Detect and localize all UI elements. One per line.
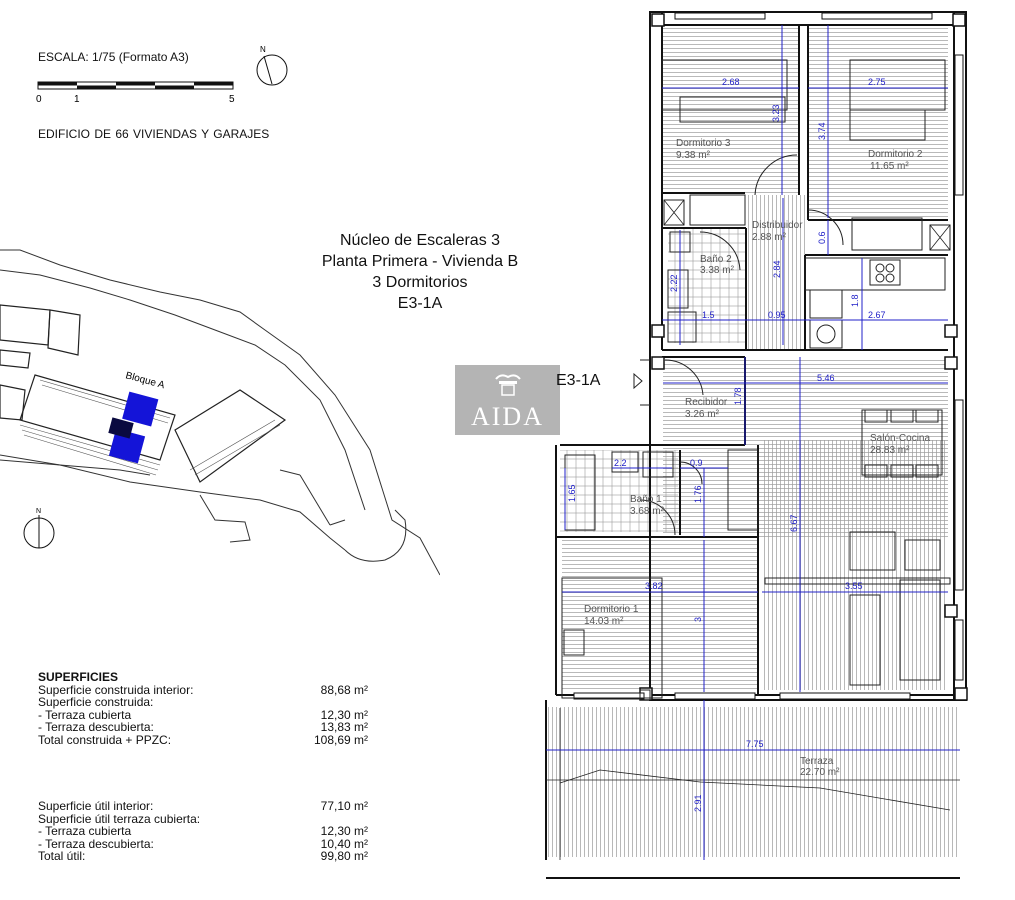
scale-bar: 0 1 5 [36, 81, 235, 105]
surface-value: 77,10 m² [320, 799, 368, 813]
building-text: EDIFICIO DE 66 VIVIENDAS Y GARAJES [38, 127, 270, 141]
surface-label: Superficie útil terraza cubierta: [38, 811, 201, 826]
room-area-dorm2: 11.65 m² [870, 161, 909, 172]
dim-label: 3.55 [845, 581, 863, 591]
room-area-dorm3: 9.38 m² [676, 150, 711, 161]
surfaces-heading: SUPERFICIES [38, 670, 119, 684]
logo-text: AIDA [471, 402, 544, 431]
dim-label: 0.95 [768, 310, 786, 320]
dim-label: 2.22 [669, 274, 679, 292]
surface-label: Superficie construida: [38, 695, 154, 709]
aida-logo: AIDA [455, 365, 560, 435]
surface-value: 10,40 m² [320, 836, 368, 851]
dim-label: 5.46 [817, 373, 835, 383]
title-line-4: E3-1A [397, 295, 443, 312]
title-line-1: Núcleo de Escaleras 3 [339, 232, 501, 249]
column-logo-icon [495, 374, 521, 396]
room-area-salon: 28.83 m² [870, 445, 910, 456]
surface-label: Total construida + PPZC: [38, 732, 172, 747]
room-name-bano2: Baño 2 [700, 254, 732, 265]
scale-tick-5: 5 [229, 94, 235, 105]
surface-value: 13,83 m² [320, 720, 368, 734]
dim-label: 3.82 [645, 581, 663, 591]
dim-label: 0.9 [690, 458, 703, 468]
surface-value: 99,80 m² [320, 849, 368, 863]
title-line-2: Planta Primera - Vivienda B [321, 253, 519, 270]
dim-label: 2.68 [722, 77, 740, 87]
dim-label: 1.65 [567, 484, 577, 502]
surfaces-table: SUPERFICIES Superficie construida interi… [38, 671, 368, 746]
room-name-bano1: Baño 1 [630, 494, 662, 505]
site-north-label: N [36, 508, 41, 515]
surface-label: - Terraza cubierta [38, 707, 132, 722]
room-name-recibidor: Recibidor [685, 397, 728, 408]
room-name-dorm1: Dormitorio 1 [584, 604, 639, 615]
dim-label: 0.6 [817, 231, 827, 244]
room-name-dorm3: Dormitorio 3 [676, 138, 731, 149]
surface-label: - Terraza cubierta [38, 824, 132, 838]
dim-label: 2.67 [868, 310, 886, 320]
scale-text: ESCALA: 1/75 (Formato A3) [38, 50, 189, 64]
scale-tick-0: 0 [36, 94, 42, 105]
dim-label: 1.8 [850, 294, 860, 307]
north-arrow-icon: N [256, 45, 288, 86]
surface-value: 108,69 m² [313, 732, 368, 747]
site-plan: Bloque A [0, 249, 440, 576]
unit-marker: E3-1A [556, 372, 601, 389]
room-area-bano1: 3.68 m² [630, 506, 665, 517]
title-line-3: 3 Dormitorios [372, 274, 468, 291]
scale-tick-1: 1 [74, 94, 80, 105]
surface-value: 88,68 m² [320, 682, 368, 697]
surface-value: 12,30 m² [320, 824, 368, 838]
room-area-dorm1: 14.03 m² [584, 616, 624, 627]
dim-label: 7.75 [746, 739, 764, 749]
dim-label: 3.74 [817, 122, 827, 140]
room-name-dorm2: Dormitorio 2 [868, 149, 923, 160]
room-area-bano2: 3.38 m² [700, 265, 735, 276]
dim-label: 1.5 [702, 310, 715, 320]
dim-label: 2.91 [693, 794, 703, 812]
surface-label: - Terraza descubierta: [38, 836, 154, 851]
site-north-arrow-icon: N [23, 508, 55, 549]
surface-label: Superficie útil interior: [38, 799, 154, 813]
highlight-unit [122, 391, 159, 427]
dim-label: 1.76 [693, 485, 703, 503]
north-label: N [260, 45, 266, 54]
surface-value: 12,30 m² [320, 707, 368, 722]
dim-label: 3.23 [771, 104, 781, 122]
surface-label: Superficie construida interior: [38, 682, 194, 697]
dim-label: 2.75 [868, 77, 886, 87]
dim-label: 1.78 [733, 387, 743, 405]
plan-title: Núcleo de Escaleras 3 Planta Primera - V… [270, 230, 570, 314]
dim-label: 6.67 [789, 514, 799, 532]
room-name-distrib: Distribuidor [752, 220, 803, 231]
room-area-terraza: 22.70 m² [800, 767, 840, 778]
room-name-terraza: Terraza [800, 756, 834, 767]
dim-label: 2.2 [614, 458, 627, 468]
room-area-recibidor: 3.26 m² [685, 409, 720, 420]
dim-label: 2.84 [772, 260, 782, 278]
dim-label: 3 [693, 617, 703, 622]
room-name-salon: Salón-Cocina [870, 433, 930, 444]
surface-label: - Terraza descubierta: [38, 720, 154, 734]
useful-surfaces-table: Superficie útil interior: 77,10 m² Superf… [38, 800, 368, 863]
room-area-distrib: 2.88 m² [752, 232, 787, 243]
surface-label: Total útil: [38, 849, 86, 863]
